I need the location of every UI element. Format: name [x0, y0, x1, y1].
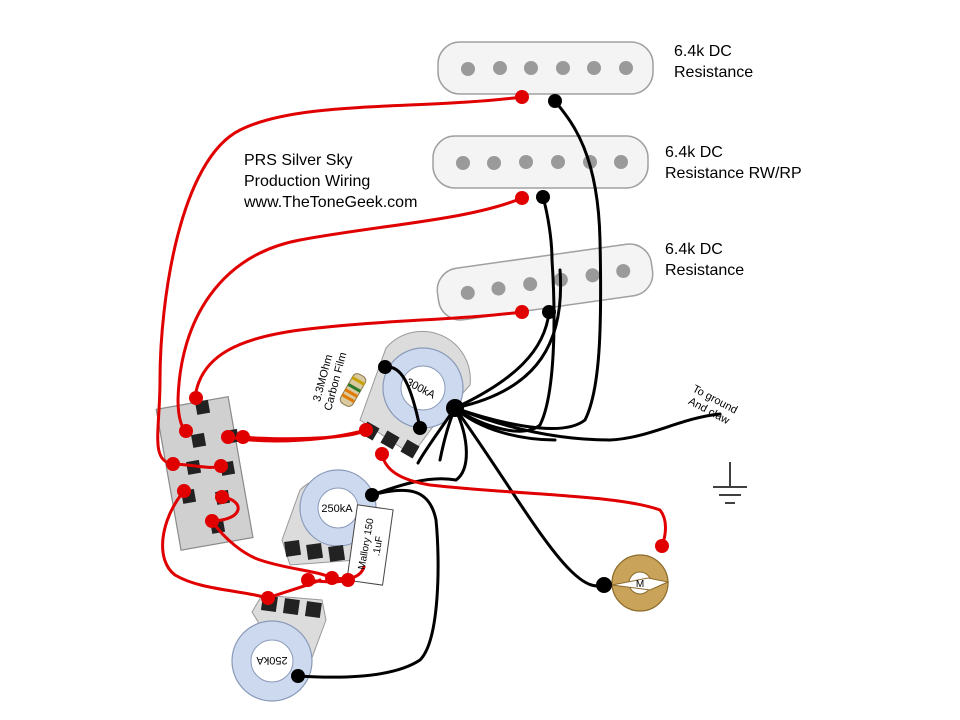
jack-label: M	[636, 579, 644, 590]
bridge-pickup-label-line1: 6.4k DC	[665, 241, 723, 258]
five-way-switch	[155, 395, 254, 551]
tone-pot-2	[231, 594, 327, 702]
tone2-pot-label: 250kA	[256, 654, 288, 666]
neck-pole-pieces	[461, 61, 633, 76]
bridge-pickup-label-line2: Resistance	[665, 262, 745, 279]
neck-pickup-label: 6.4k DC Resistance	[674, 41, 753, 83]
neck-pickup-label-line2: Resistance	[674, 64, 754, 81]
middle-pickup	[432, 135, 649, 189]
ground-solder-points	[291, 94, 612, 683]
tone1-pot-label: 250kA	[321, 503, 353, 515]
neck-pickup	[437, 41, 654, 95]
hot-solder-points	[166, 90, 669, 605]
middle-pickup-label-line1: 6.4k DC	[665, 144, 723, 161]
title-line-1: PRS Silver Sky	[244, 152, 353, 169]
title-line-3: www.TheToneGeek.com	[244, 194, 418, 211]
ground-symbol	[713, 462, 747, 504]
middle-pickup-label-line2: Resistance RW/RP	[665, 165, 802, 182]
middle-pickup-label: 6.4k DC Resistance RW/RP	[665, 142, 802, 184]
capacitor-label-line2: .1uF	[371, 535, 385, 557]
bridge-pickup-label: 6.4k DC Resistance	[665, 239, 744, 281]
tone1-lugs	[284, 539, 346, 562]
volume-pot	[359, 330, 471, 459]
diagram-title: PRS Silver Sky Production Wiring www.The…	[244, 150, 417, 213]
title-line-2: Production Wiring	[244, 173, 371, 190]
output-jack	[611, 554, 670, 612]
neck-pickup-label-line1: 6.4k DC	[674, 43, 732, 60]
ground-label: To ground And claw	[686, 383, 739, 427]
resistor	[339, 373, 367, 407]
capacitor	[346, 504, 394, 586]
